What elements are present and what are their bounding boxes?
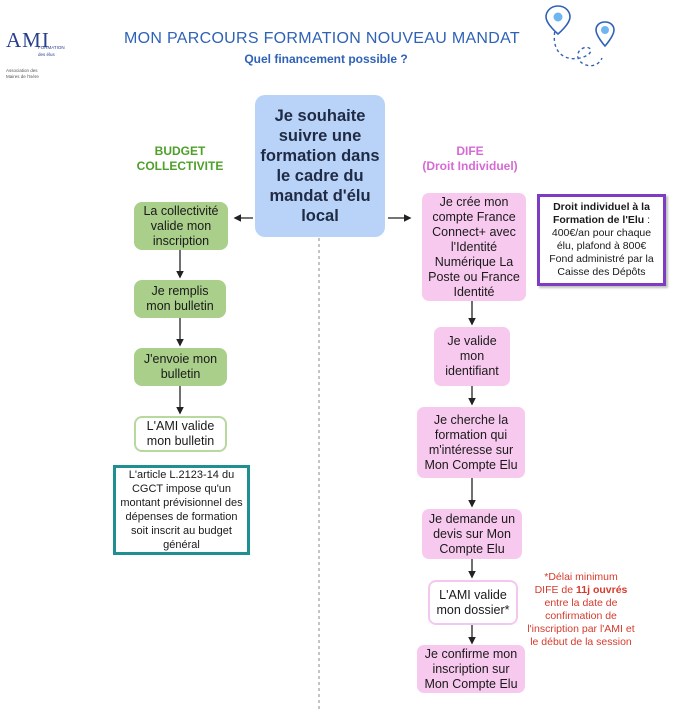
page-title: MON PARCOURS FORMATION NOUVEAU MANDAT (124, 30, 520, 47)
budget-step-1-text: La collectivité valide mon inscription (143, 203, 219, 248)
dife-delay-bold: 11j ouvrés (576, 584, 628, 596)
center-start-text: Je souhaite suivre une formation dans le… (260, 107, 380, 225)
dife-step-1: Je crée mon compte France Connect+ avec … (422, 193, 526, 301)
logo-tag-line2: Maires de l'Isère (6, 74, 39, 79)
map-route-icon (545, 5, 603, 67)
dife-heading: DIFE (Droit Individuel) (405, 144, 535, 174)
budget-step-1: La collectivité valide mon inscription (134, 202, 228, 250)
dife-rights-note-body: 400€/an pour chaque élu, plafond à 800€ … (549, 227, 654, 278)
dife-step-5-text: L'AMI valide mon dossier* (436, 587, 510, 617)
dife-step-1-text: Je crée mon compte France Connect+ avec … (428, 194, 520, 299)
budget-step-4: L'AMI valide mon bulletin (134, 416, 227, 452)
dife-step-3-text: Je cherche la formation qui m'intéresse … (424, 412, 518, 472)
budget-cgct-note: L'article L.2123-14 du CGCT impose qu'un… (113, 465, 250, 555)
dife-heading-line2: (Droit Individuel) (422, 159, 518, 173)
dife-rights-note: Droit individuel à la Formation de l'Elu… (537, 194, 666, 286)
dife-step-3: Je cherche la formation qui m'intéresse … (417, 407, 525, 478)
dife-step-6: Je confirme mon inscription sur Mon Comp… (417, 645, 525, 693)
dife-rights-note-title: Droit individuel à la Formation de l'Elu (552, 201, 650, 226)
dife-delay-line1: *Délai minimum (544, 571, 618, 583)
dife-step-2: Je valide mon identifiant (434, 327, 510, 386)
dife-heading-line1: DIFE (456, 144, 484, 158)
budget-step-3-text: J'envoie mon bulletin (143, 352, 218, 381)
dife-step-2-text: Je valide mon identifiant (445, 334, 499, 378)
logo-text: AMI (6, 28, 50, 52)
logo-side-line2: des élus (38, 52, 55, 57)
budget-heading-line2: COLLECTIVITE (136, 159, 224, 173)
dife-step-4: Je demande un devis sur Mon Compte Elu (422, 509, 522, 559)
logo-side-line1: FORMATION (38, 45, 65, 50)
logo: AMI FORMATION des élus Association des M… (6, 28, 76, 88)
dife-delay-pre: DIFE de (534, 584, 577, 596)
budget-heading: BUDGET COLLECTIVITE (120, 144, 240, 174)
location-pin-icon (595, 21, 615, 48)
dife-rights-note-colon: : (644, 214, 650, 226)
dife-step-4-text: Je demande un devis sur Mon Compte Elu (428, 511, 516, 556)
budget-step-2: Je remplis mon bulletin (134, 280, 226, 318)
budget-step-4-text: L'AMI valide mon bulletin (146, 419, 215, 448)
dife-step-6-text: Je confirme mon inscription sur Mon Comp… (424, 646, 518, 691)
budget-heading-line1: BUDGET (154, 144, 206, 158)
dife-delay-rest: entre la date de confirmation de l'inscr… (527, 597, 635, 648)
center-start-box: Je souhaite suivre une formation dans le… (255, 95, 385, 237)
dife-step-5: L'AMI valide mon dossier* (428, 580, 518, 625)
budget-step-2-text: Je remplis mon bulletin (146, 284, 214, 313)
budget-cgct-note-text: L'article L.2123-14 du CGCT impose qu'un… (120, 469, 243, 551)
budget-step-3: J'envoie mon bulletin (134, 348, 227, 386)
logo-tag-line1: Association des (6, 68, 38, 73)
dife-delay-note: *Délai minimum DIFE de 11j ouvrés entre … (525, 571, 637, 649)
page-subtitle: Quel financement possible ? (244, 52, 408, 66)
